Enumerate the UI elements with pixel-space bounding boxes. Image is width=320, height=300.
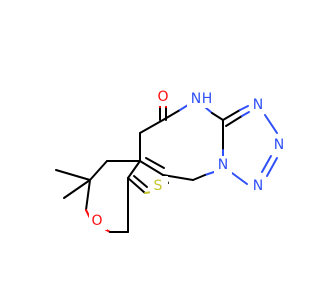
bond-ct-n1-n xyxy=(239,105,249,111)
tetrazole-n3-label: N xyxy=(253,178,263,194)
bond-n1-n2 xyxy=(264,114,278,134)
bond-nb-c xyxy=(204,171,215,176)
bond-py-3 xyxy=(85,179,91,211)
bond-c-c-4 xyxy=(162,174,194,181)
mask-bridgehead-n xyxy=(214,156,232,174)
bond-py-2 xyxy=(89,160,108,181)
bond-nb-c2 xyxy=(192,174,206,181)
molecule-structure-diagram: O N H N N N N S O xyxy=(55,88,288,233)
atom-layer: O N H N N N N S O xyxy=(89,88,288,230)
carbonyl-oxygen-label: O xyxy=(157,89,168,105)
bond-c-c-3b xyxy=(145,157,165,169)
bond-c-c-3 xyxy=(139,160,164,176)
bond-ct-n1b-n xyxy=(241,111,250,117)
pyran-oxygen-label: O xyxy=(91,213,102,229)
bond-c-c-1 xyxy=(139,119,164,134)
bond-me1 xyxy=(55,169,91,181)
bond-ct-n1 xyxy=(222,109,241,121)
mask-tetrazole-n2 xyxy=(270,136,288,154)
mask-pyran-o xyxy=(89,212,107,230)
mask-tetrazole-n1 xyxy=(250,96,268,114)
amide-nitrogen-label: N xyxy=(191,91,201,107)
bond-co-nh-n xyxy=(179,104,189,111)
tetrazole-n2-label: N xyxy=(274,137,284,153)
bond-n3-n4 xyxy=(231,172,248,185)
bond-th-1 xyxy=(127,160,141,179)
bond-me2 xyxy=(63,179,91,199)
mask-tetrazole-n3 xyxy=(249,177,267,195)
bond-th-2 xyxy=(127,177,146,194)
amide-hydrogen-label: H xyxy=(202,91,213,107)
molecule-svg: O N H N N N N S O xyxy=(55,88,288,233)
tetrazole-n1-label: N xyxy=(253,97,263,113)
mask-thiophene-s xyxy=(150,176,168,194)
bridgehead-nitrogen-label: N xyxy=(218,157,228,173)
bond-n2-n3b xyxy=(261,155,272,173)
bond-n2-n3 xyxy=(266,157,278,177)
thiophene-sulfur-label: S xyxy=(154,178,163,194)
bond-co-nh xyxy=(162,109,181,121)
mask-carbonyl-o xyxy=(154,88,172,106)
bond-nh-c2 xyxy=(211,112,224,121)
bond-layer xyxy=(55,103,278,233)
bond-ct-n1b xyxy=(225,115,243,127)
bond-th-2b xyxy=(133,175,148,188)
mask-amide-n xyxy=(187,88,211,108)
